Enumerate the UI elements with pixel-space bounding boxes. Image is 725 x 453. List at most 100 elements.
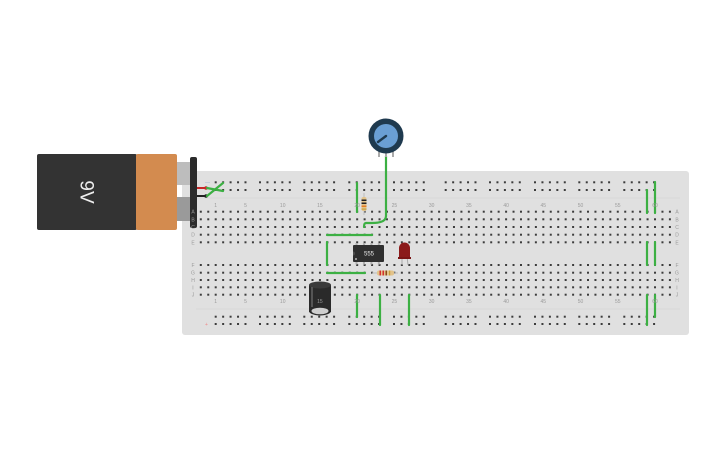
breadboard-hole[interactable] (490, 210, 493, 213)
breadboard-hole[interactable] (527, 286, 530, 289)
breadboard-hole[interactable] (438, 218, 441, 221)
breadboard-hole[interactable] (624, 264, 627, 266)
breadboard-hole[interactable] (490, 241, 493, 244)
breadboard-hole[interactable] (318, 271, 321, 274)
breadboard-hole[interactable] (445, 264, 448, 266)
breadboard-hole[interactable] (333, 226, 336, 228)
breadboard-hole[interactable] (534, 218, 537, 221)
breadboard-hole[interactable] (266, 241, 269, 244)
breadboard-hole[interactable] (281, 315, 284, 318)
breadboard-hole[interactable] (378, 279, 381, 281)
breadboard-hole[interactable] (601, 271, 604, 274)
breadboard-hole[interactable] (564, 279, 567, 281)
breadboard-hole[interactable] (266, 271, 269, 274)
breadboard-hole[interactable] (415, 286, 418, 289)
breadboard-hole[interactable] (587, 293, 589, 296)
breadboard-hole[interactable] (631, 241, 634, 244)
breadboard-hole[interactable] (646, 279, 649, 281)
breadboard-hole[interactable] (237, 315, 240, 318)
breadboard-hole[interactable] (600, 315, 603, 318)
breadboard-hole[interactable] (482, 241, 485, 244)
capacitor-electrolytic[interactable] (309, 281, 331, 316)
breadboard-hole[interactable] (385, 218, 388, 221)
breadboard-hole[interactable] (199, 210, 202, 213)
breadboard-hole[interactable] (668, 218, 671, 221)
breadboard-hole[interactable] (489, 315, 491, 318)
breadboard-hole[interactable] (371, 218, 374, 221)
breadboard-hole[interactable] (497, 271, 500, 274)
breadboard-hole[interactable] (385, 293, 388, 296)
breadboard-hole[interactable] (415, 293, 418, 296)
breadboard-hole[interactable] (623, 323, 626, 325)
breadboard-hole[interactable] (266, 181, 269, 184)
breadboard-hole[interactable] (564, 293, 567, 296)
breadboard-hole[interactable] (281, 264, 284, 266)
breadboard-hole[interactable] (214, 218, 217, 221)
breadboard-hole[interactable] (572, 286, 575, 289)
breadboard-hole[interactable] (244, 233, 247, 236)
breadboard-hole[interactable] (348, 315, 351, 318)
breadboard-hole[interactable] (594, 286, 597, 289)
breadboard-hole[interactable] (661, 241, 664, 244)
breadboard-hole[interactable] (423, 226, 426, 228)
breadboard-hole[interactable] (259, 210, 262, 213)
breadboard-hole[interactable] (393, 233, 396, 236)
breadboard-hole[interactable] (310, 323, 313, 325)
breadboard-hole[interactable] (438, 226, 441, 228)
breadboard-hole[interactable] (244, 293, 247, 296)
breadboard-hole[interactable] (251, 233, 254, 236)
breadboard-hole[interactable] (229, 271, 232, 274)
breadboard-hole[interactable] (518, 181, 521, 184)
breadboard-hole[interactable] (467, 226, 470, 228)
breadboard-hole[interactable] (266, 226, 269, 228)
breadboard-hole[interactable] (460, 218, 463, 221)
breadboard-hole[interactable] (281, 323, 284, 325)
breadboard-hole[interactable] (557, 226, 560, 228)
breadboard-hole[interactable] (325, 315, 328, 318)
breadboard-hole[interactable] (251, 264, 254, 266)
breadboard-hole[interactable] (363, 181, 366, 184)
breadboard-hole[interactable] (445, 218, 448, 221)
breadboard-hole[interactable] (609, 226, 612, 228)
breadboard-hole[interactable] (608, 189, 611, 191)
breadboard-hole[interactable] (512, 218, 515, 221)
breadboard-hole[interactable] (393, 226, 396, 228)
breadboard-hole[interactable] (646, 226, 649, 228)
breadboard-hole[interactable] (266, 279, 269, 281)
breadboard-hole[interactable] (341, 241, 344, 244)
breadboard-hole[interactable] (475, 210, 478, 213)
breadboard-hole[interactable] (408, 279, 411, 281)
breadboard-hole[interactable] (229, 226, 232, 228)
breadboard-hole[interactable] (288, 323, 291, 325)
breadboard-hole[interactable] (549, 286, 552, 289)
breadboard-hole[interactable] (274, 233, 277, 236)
breadboard-hole[interactable] (668, 226, 671, 228)
breadboard-hole[interactable] (511, 181, 514, 184)
breadboard-hole[interactable] (244, 271, 247, 274)
breadboard-hole[interactable] (304, 218, 307, 221)
potentiometer[interactable] (368, 118, 404, 158)
breadboard-hole[interactable] (229, 210, 232, 213)
breadboard-hole[interactable] (519, 271, 522, 274)
breadboard-hole[interactable] (467, 264, 470, 266)
breadboard-hole[interactable] (214, 241, 217, 244)
breadboard-hole[interactable] (452, 315, 455, 318)
breadboard-hole[interactable] (549, 264, 552, 266)
breadboard-hole[interactable] (244, 323, 247, 325)
breadboard-hole[interactable] (303, 323, 306, 325)
breadboard-hole[interactable] (668, 210, 671, 213)
breadboard-hole[interactable] (593, 189, 596, 191)
breadboard-hole[interactable] (548, 189, 551, 191)
breadboard-hole[interactable] (378, 218, 381, 221)
breadboard-hole[interactable] (623, 189, 626, 191)
breadboard-hole[interactable] (393, 189, 395, 191)
breadboard-hole[interactable] (594, 218, 597, 221)
breadboard-hole[interactable] (259, 293, 262, 296)
breadboard-hole[interactable] (415, 323, 418, 325)
breadboard-hole[interactable] (549, 210, 552, 213)
breadboard-hole[interactable] (579, 226, 582, 228)
breadboard-hole[interactable] (237, 233, 240, 236)
breadboard-hole[interactable] (578, 323, 581, 325)
breadboard-hole[interactable] (564, 286, 567, 289)
breadboard-hole[interactable] (609, 218, 612, 221)
